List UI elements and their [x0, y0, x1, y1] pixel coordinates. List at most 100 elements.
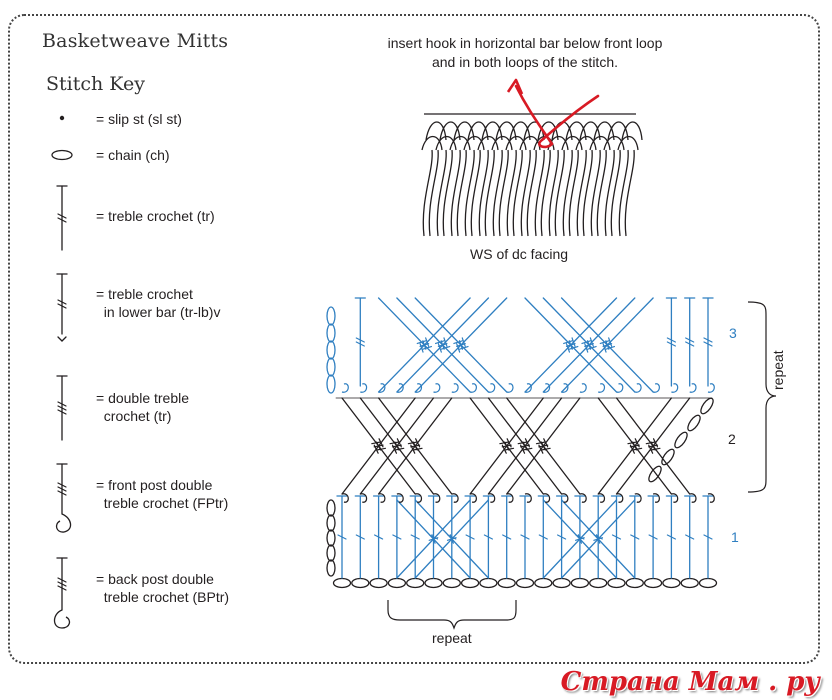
row2-cross-hash — [650, 447, 661, 451]
yarn-top-loop — [449, 135, 471, 151]
row2-cross-hash — [645, 441, 656, 445]
row2-cross-hash — [378, 438, 384, 448]
row2-cross-hash — [410, 444, 416, 454]
row3-cross-hash — [584, 343, 589, 353]
yarn-front-loop — [607, 121, 629, 141]
key-symbol-double-treble-hash — [57, 405, 67, 411]
row2-post-hook — [488, 493, 496, 503]
row3-post-hook — [689, 383, 697, 393]
turning-chain — [326, 544, 336, 562]
row3-cross-hash — [434, 340, 445, 345]
row3-post-hook — [543, 383, 551, 393]
row2-cross-hash — [535, 441, 546, 445]
row3-post-hook — [598, 383, 606, 393]
key-label-fp-double-treble: = front post double treble crochet (FPtr… — [96, 477, 229, 511]
crochet-chart — [326, 297, 777, 630]
turning-chain — [326, 514, 336, 532]
yarn-post-strand — [512, 149, 523, 237]
yarn-post-strand — [562, 149, 573, 237]
key-symbols — [51, 115, 73, 629]
chain-stitch — [534, 577, 553, 589]
chain-stitch — [479, 577, 498, 589]
turning-chain-row3 — [326, 306, 336, 326]
row3-cross-hash — [589, 337, 594, 347]
row3-cross-hash — [440, 345, 451, 350]
turning-chain-row2 — [687, 414, 701, 432]
row2-cross-hash — [506, 438, 512, 448]
yarn-top-loop — [421, 135, 443, 151]
row2-post-hook — [579, 493, 587, 503]
row1-stitch-hash — [666, 534, 677, 540]
row1-stitch-hash — [556, 534, 567, 540]
yarn-post-strand — [568, 149, 579, 237]
row2-cross-hash — [391, 444, 398, 454]
row2-cross-hash — [538, 444, 544, 454]
row2-cross-hash — [520, 444, 526, 454]
turning-chain — [326, 529, 336, 547]
yarn-top-loop — [463, 135, 485, 151]
row2-cross-hash — [524, 438, 530, 448]
row3-post-hook — [579, 383, 587, 393]
row2-cross-hash — [627, 441, 638, 445]
turning-chain-row3 — [326, 374, 336, 394]
row3-post-hook — [488, 383, 496, 393]
watermark-logo: Страна Мам . ру — [560, 667, 820, 697]
row3-cross-hash — [461, 337, 466, 347]
row3-cross-hash — [581, 340, 592, 345]
turning-chain-row2 — [674, 431, 688, 449]
key-symbol-fp-double-treble-hash — [57, 486, 67, 492]
row2-post-hook — [378, 493, 386, 503]
row3-post-hook — [469, 383, 477, 393]
row2-cross-hash — [504, 447, 515, 451]
row3-post-hook — [451, 383, 459, 393]
yarn-front-loop — [439, 121, 461, 141]
yarn-front-loop — [621, 121, 643, 141]
turning-chain-row3 — [326, 340, 336, 360]
chain-stitch — [515, 577, 535, 589]
row3-cross-hash — [456, 343, 461, 353]
turning-chain — [326, 559, 336, 577]
instruction-line-2: and in both loops of the stitch. — [431, 54, 618, 70]
chain-stitch — [406, 577, 425, 589]
key-symbol-double-treble-hash — [57, 401, 67, 407]
row1-stitch-hash — [502, 534, 512, 540]
row2-cross-hash — [543, 438, 549, 448]
row1-cross-hash — [449, 534, 454, 544]
yarn-post-strand — [590, 149, 601, 237]
yarn-post-strand — [576, 149, 587, 237]
key-symbol-v-left — [57, 336, 63, 342]
row2-cross-hash — [629, 444, 635, 454]
row2-cross-hash — [394, 447, 405, 451]
yarn-post-strand — [596, 149, 607, 237]
row2-cross-hash — [376, 441, 382, 451]
turning-chain-row2 — [648, 465, 662, 483]
chain-stitch — [589, 577, 608, 589]
row1-stitch-hash — [611, 534, 622, 540]
yarn-post-strand — [554, 149, 565, 237]
yarn-post-strand — [484, 149, 495, 237]
yarn-front-loop — [467, 121, 489, 141]
key-symbol-treble-lower-bar-hash — [57, 303, 67, 309]
yarn-front-loop — [565, 121, 587, 141]
row3-cross-hash — [563, 340, 573, 345]
row1-stitch-hash — [355, 534, 365, 540]
row2-cross-hash — [415, 438, 421, 448]
yarn-post-strand — [456, 149, 467, 237]
row3-cross-hash — [416, 340, 427, 345]
row2-post-hook — [598, 493, 606, 503]
row3-cross-hash — [458, 340, 464, 350]
row3-cross-hash — [568, 340, 573, 350]
chain-stitch — [552, 577, 571, 589]
row3-stitch-hash — [685, 337, 695, 343]
key-symbol-bp-double-treble-hash — [57, 577, 67, 583]
yarn-top-loop — [491, 135, 513, 151]
row2-post-hook — [341, 493, 349, 503]
key-symbol-fp-hook — [55, 513, 72, 533]
row3-post-hook — [671, 383, 679, 393]
yarn-post-strand — [624, 149, 635, 237]
key-symbol-chain — [51, 149, 73, 161]
row3-post-hook — [415, 383, 423, 393]
row2-post-hook — [634, 493, 642, 503]
repeat-label-bottom: repeat — [432, 630, 472, 646]
yarn-illustration — [421, 78, 643, 237]
